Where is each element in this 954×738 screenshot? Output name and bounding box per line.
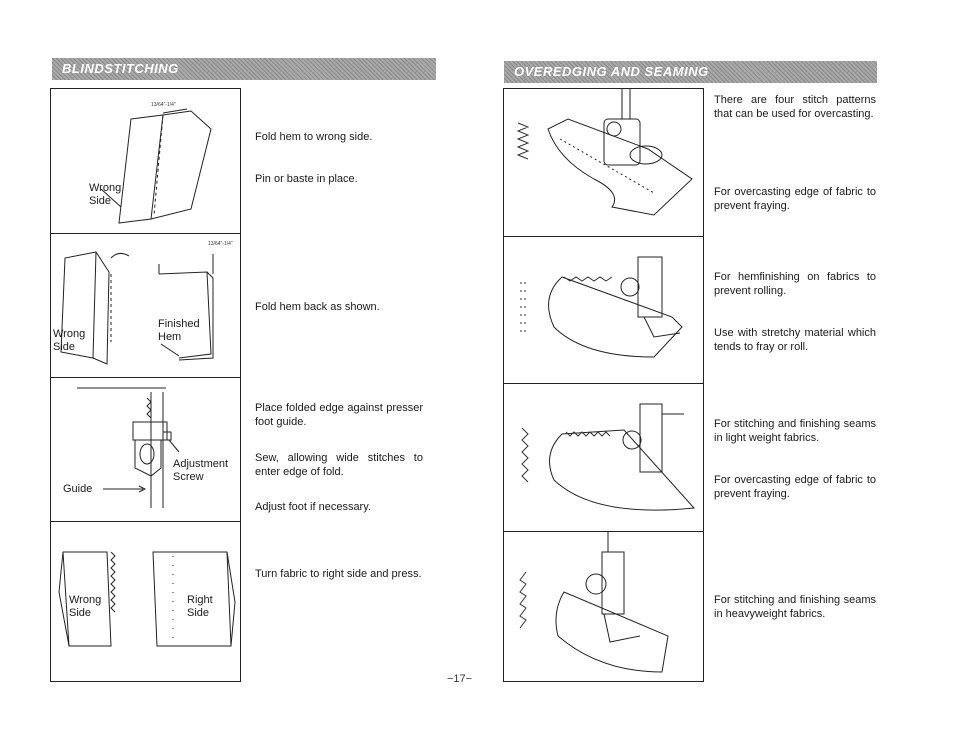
row3-text-1: For stitching and finishing seams in lig… bbox=[714, 417, 876, 445]
pattern4-illustration bbox=[504, 532, 703, 682]
step3-text-2: Sew, allowing wide stitches to enter edg… bbox=[255, 451, 423, 479]
pattern3-illustration bbox=[504, 384, 703, 532]
row3-text-2: For overcasting edge of fabric to preven… bbox=[714, 473, 876, 501]
step1-text-2: Pin or baste in place. bbox=[255, 172, 425, 186]
blindstitching-banner: BLINDSTITCHING bbox=[52, 58, 436, 80]
overedging-intro: There are four stitch patterns that can … bbox=[714, 93, 876, 121]
page-number: −17− bbox=[447, 673, 472, 685]
overcast-foot-drawing-4 bbox=[504, 532, 704, 682]
step3-illustration: Adjustment Screw Guide bbox=[51, 378, 240, 522]
row2-text-2: Use with stretchy material which tends t… bbox=[714, 326, 876, 354]
row2-text-1: For hemfinishing on fabrics to prevent r… bbox=[714, 270, 876, 298]
pattern1-illustration bbox=[504, 89, 703, 237]
fold-back-drawing bbox=[51, 234, 241, 378]
fold-hem-drawing bbox=[51, 89, 241, 234]
overcast-foot-drawing-2 bbox=[504, 237, 704, 384]
step1-measure: 13/64"-1/4" bbox=[151, 102, 176, 108]
overedging-banner: OVEREDGING AND SEAMING bbox=[504, 61, 877, 83]
step4-illustration: Wrong Side Right Side bbox=[51, 522, 240, 682]
blindstitching-illustrations: 13/64"-1/4" Wrong Side 13/64"-1/4" Wrong… bbox=[50, 88, 241, 682]
step3-text-1: Place folded edge against presser foot g… bbox=[255, 401, 423, 429]
step4-text-1: Turn fabric to right side and press. bbox=[255, 567, 423, 581]
step2-text-1: Fold hem back as shown. bbox=[255, 300, 425, 314]
step2-finished-hem-label: Finished Hem bbox=[158, 318, 200, 344]
overcast-foot-drawing-1 bbox=[504, 89, 704, 237]
overcast-foot-drawing-3 bbox=[504, 384, 704, 532]
step2-wrong-side-label: Wrong Side bbox=[53, 328, 85, 354]
row1-text-1: For overcasting edge of fabric to preven… bbox=[714, 185, 876, 213]
overedging-illustrations bbox=[503, 88, 704, 682]
guide-label: Guide bbox=[63, 483, 92, 496]
row4-text-1: For stitching and finishing seams in hea… bbox=[714, 593, 876, 621]
step4-right-side-label: Right Side bbox=[187, 594, 213, 620]
adjustment-screw-label: Adjustment Screw bbox=[173, 458, 228, 484]
step4-wrong-side-label: Wrong Side bbox=[69, 594, 101, 620]
step2-measure: 13/64"-1/4" bbox=[208, 241, 233, 247]
step1-illustration: 13/64"-1/4" Wrong Side bbox=[51, 89, 240, 234]
presser-foot-drawing bbox=[51, 378, 241, 522]
step3-text-3: Adjust foot if necessary. bbox=[255, 500, 425, 514]
step2-illustration: 13/64"-1/4" Wrong Side Finished Hem bbox=[51, 234, 240, 378]
step1-wrong-side-label: Wrong Side bbox=[89, 182, 121, 208]
step1-text-1: Fold hem to wrong side. bbox=[255, 130, 425, 144]
pattern2-illustration bbox=[504, 237, 703, 384]
